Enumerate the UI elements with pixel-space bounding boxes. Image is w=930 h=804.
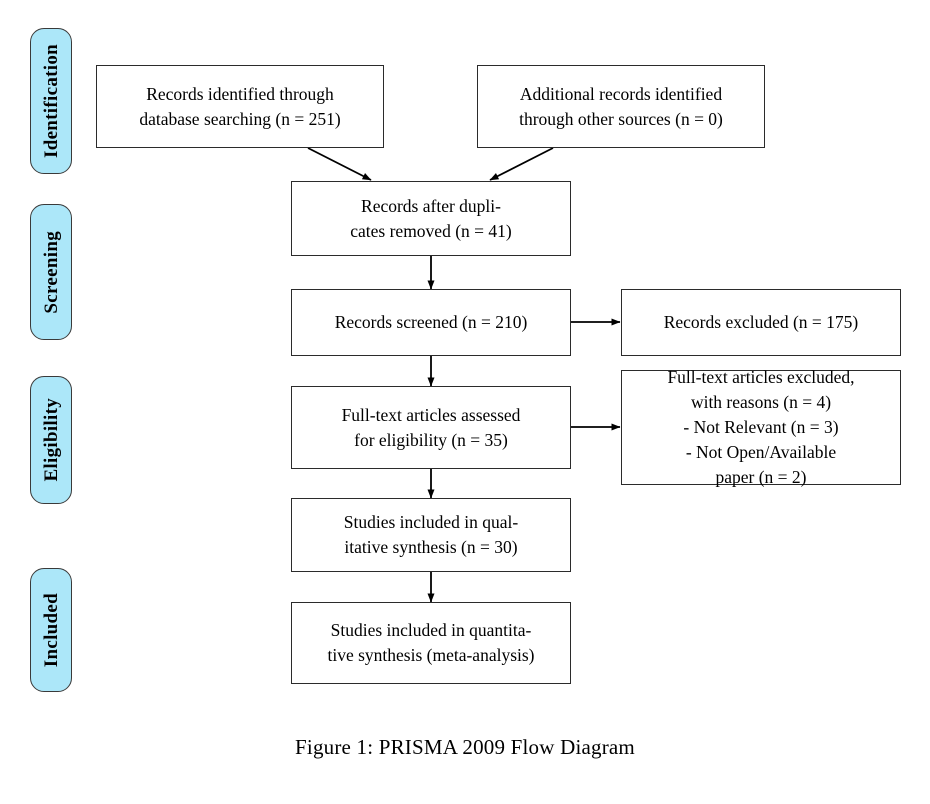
box-fulltext-articles-assessed: Full-text articles assessed for eligibil… [291,386,571,469]
box-records-screened-text: Records screened (n = 210) [334,312,528,333]
stage-label-screening: Screening [30,204,72,340]
box-qualitative-synthesis: Studies included in qual- itative synthe… [291,498,571,572]
box-quantitative-synthesis-text: Studies included in quantita- tive synth… [327,620,535,665]
stage-label-identification: Identification [30,28,72,174]
edge-other-sources-to-duplicates [489,147,554,181]
stage-label-eligibility: Eligibility [30,376,72,504]
box-fulltext-articles-excluded-text: Full-text articles excluded, with reason… [667,367,855,487]
edge-database-to-duplicates [307,147,372,181]
stage-label-identification-text: Identification [40,44,62,158]
box-records-after-duplicates: Records after dupli- cates removed (n = … [291,181,571,256]
box-qualitative-synthesis-text: Studies included in qual- itative synthe… [343,512,519,557]
box-records-excluded-text: Records excluded (n = 175) [663,312,859,333]
box-additional-records-other-sources: Additional records identified through ot… [477,65,765,148]
box-records-excluded: Records excluded (n = 175) [621,289,901,356]
stage-label-included: Included [30,568,72,692]
figure-caption: Figure 1: PRISMA 2009 Flow Diagram [295,735,635,759]
box-fulltext-articles-assessed-text: Full-text articles assessed for eligibil… [341,404,521,450]
stage-label-included-text: Included [40,592,62,668]
box-records-identified-database-text: Records identified through database sear… [139,83,341,129]
stage-label-screening-text: Screening [40,230,62,314]
stage-label-eligibility-text: Eligibility [40,398,62,482]
box-records-identified-database: Records identified through database sear… [96,65,384,148]
box-quantitative-synthesis: Studies included in quantita- tive synth… [291,602,571,684]
box-fulltext-articles-excluded: Full-text articles excluded, with reason… [621,367,901,487]
box-additional-records-other-sources-text: Additional records identified through ot… [519,83,723,129]
box-records-screened: Records screened (n = 210) [291,289,571,356]
box-records-after-duplicates-text: Records after dupli- cates removed (n = … [350,195,512,241]
